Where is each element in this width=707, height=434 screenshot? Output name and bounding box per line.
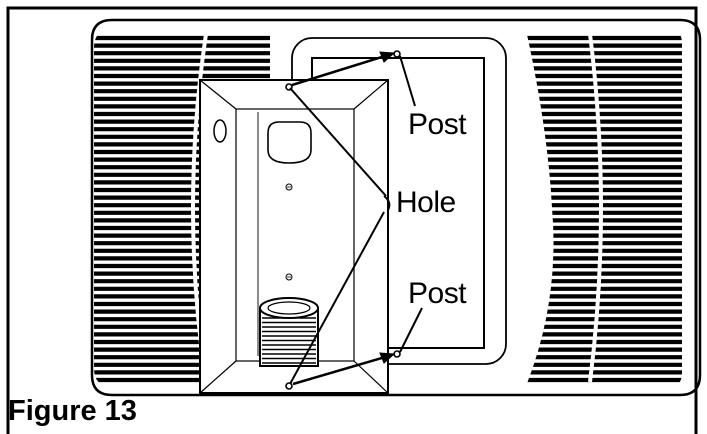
box-knockout xyxy=(267,121,312,164)
box-screw-upper xyxy=(285,183,293,191)
receptacle xyxy=(259,297,319,367)
right-grille-louvers xyxy=(526,35,682,383)
label-hole: Hole xyxy=(396,186,456,219)
hole-bottom-marker xyxy=(285,382,293,390)
box-screw-lower xyxy=(285,273,293,281)
alignment-arrows xyxy=(291,51,396,386)
figure-caption: Figure 13 xyxy=(8,395,137,427)
box-side-knockout xyxy=(213,119,227,143)
right-grille-divider xyxy=(588,33,603,383)
post-top-marker xyxy=(393,50,401,58)
callout-leaders xyxy=(289,55,423,385)
label-post-bottom: Post xyxy=(408,277,467,310)
post-bottom-marker xyxy=(393,350,401,358)
figure-frame xyxy=(6,6,698,434)
label-post-top: Post xyxy=(408,108,467,141)
grille-outline xyxy=(90,18,702,397)
